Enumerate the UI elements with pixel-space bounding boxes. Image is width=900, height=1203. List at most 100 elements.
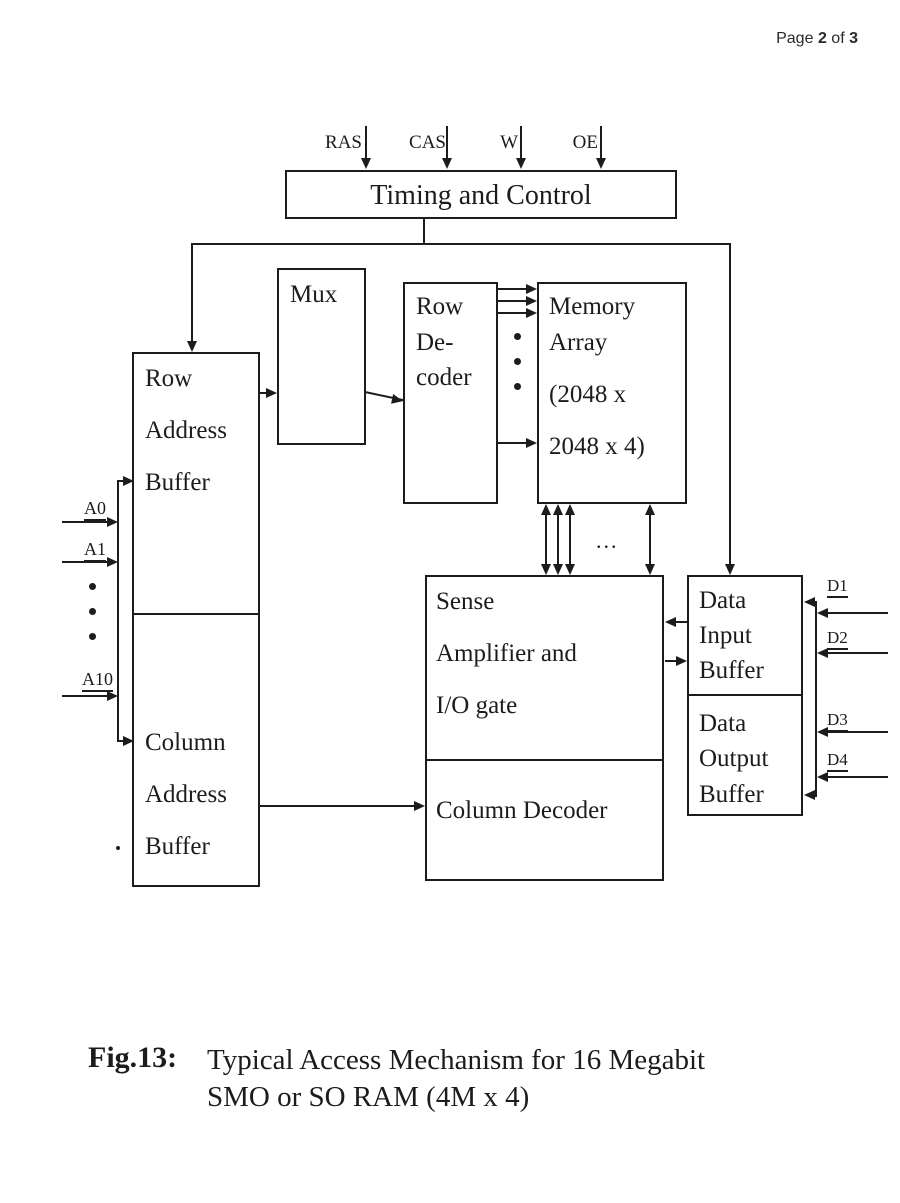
timing-distribution-line (191, 243, 730, 245)
w-arrowhead-icon (516, 158, 526, 169)
mem-sense-up-arrowhead-2-icon (553, 504, 563, 515)
oe-arrowhead-icon (596, 158, 606, 169)
oe-arrow-line (600, 126, 602, 159)
mux-rowdec-arrowhead-icon (391, 393, 404, 407)
signal-label-ras: RAS (325, 132, 362, 153)
column-address-buffer-label-line3: Buffer (145, 833, 210, 860)
data-output-buffer-label-line1: Data (699, 710, 747, 737)
address-ellipsis-dot-3 (89, 633, 96, 640)
data-label-d3: D3 (827, 710, 848, 732)
a10-arrowhead-icon (107, 691, 118, 701)
data-input-buffer-label-line1: Data (699, 587, 747, 614)
timing-to-rab-line (191, 243, 193, 344)
address-bus-rab-arrowhead-icon (123, 476, 134, 486)
address-bus-top-hook (119, 480, 124, 482)
rab-mux-line (260, 392, 267, 394)
data-bus-output-arrowhead-icon (804, 790, 815, 800)
address-ellipsis-dot-1 (89, 583, 96, 590)
caption-line2: SMO or SO RAM (4M x 4) (207, 1081, 530, 1113)
data-buffer-divider (687, 694, 803, 696)
data-label-d1: D1 (827, 576, 848, 598)
memory-array-label-line1: Memory (549, 293, 636, 320)
row-address-buffer-label-line1: Row (145, 365, 193, 392)
d2-arrow-line (828, 652, 888, 654)
rowdec-mem-line-3 (498, 312, 526, 314)
column-address-buffer-label-line1: Column (145, 729, 226, 756)
caption-fig-label: Fig.13: (88, 1041, 178, 1074)
sense-amplifier-label-line1: Sense (436, 588, 495, 615)
d4-arrow-line (828, 776, 888, 778)
memory-array-label-line2: Array (549, 329, 608, 356)
mux-box (277, 268, 366, 445)
stray-mark (116, 846, 120, 850)
mux-label: Mux (290, 281, 338, 308)
a0-arrow-line (62, 521, 107, 523)
rowdec-mem-line-1 (498, 288, 526, 290)
sense-dib-arrowhead-icon (676, 656, 687, 666)
sense-amplifier-box (425, 575, 664, 881)
address-bus-cab-arrowhead-icon (123, 736, 134, 746)
w-arrow-line (520, 126, 522, 159)
sense-dib-line (665, 660, 676, 662)
rowdec-mem-arrowhead-4-icon (526, 438, 537, 448)
data-bus-input-arrowhead-icon (804, 597, 815, 607)
cab-coldec-line (260, 805, 414, 807)
mem-sense-up-arrowhead-4-icon (645, 504, 655, 515)
mem-sense-line-3 (569, 512, 571, 565)
mem-sense-up-arrowhead-3-icon (565, 504, 575, 515)
signal-label-w: W (500, 132, 518, 153)
rowdec-mem-dot-1 (514, 333, 521, 340)
rowdec-mem-dot-3 (514, 383, 521, 390)
data-label-d4: D4 (827, 750, 848, 772)
of-word: of (831, 30, 845, 47)
mem-sense-line-1 (545, 512, 547, 565)
a1-arrowhead-icon (107, 557, 118, 567)
data-output-buffer-label-line3: Buffer (699, 781, 764, 808)
d4-arrowhead-icon (817, 772, 828, 782)
address-bus-line (117, 480, 119, 742)
mem-sense-down-arrowhead-4-icon (645, 564, 655, 575)
sense-amplifier-label-line2: Amplifier and (436, 640, 577, 667)
timing-control-label: Timing and Control (370, 180, 592, 211)
rowdec-mem-line-4 (498, 442, 526, 444)
data-input-buffer-label-line2: Input (699, 622, 752, 649)
address-buffer-divider (132, 613, 260, 615)
row-decoder-label-line1: Row (416, 293, 464, 320)
cab-coldec-arrowhead-icon (414, 801, 425, 811)
ras-arrowhead-icon (361, 158, 371, 169)
signal-label-oe: OE (572, 132, 598, 153)
row-decoder-label-line2: De- (416, 329, 454, 356)
a10-arrow-line (62, 695, 107, 697)
address-label-a10: A10 (82, 669, 113, 692)
column-decoder-label: Column Decoder (436, 797, 608, 824)
d3-arrow-line (828, 731, 888, 733)
a1-arrow-line (62, 561, 107, 563)
row-address-buffer-label-line3: Buffer (145, 469, 210, 496)
page-total: 3 (849, 30, 858, 47)
timing-to-rab-arrowhead-icon (187, 341, 197, 352)
a0-arrowhead-icon (107, 517, 118, 527)
timing-control-box (285, 170, 677, 219)
d2-arrowhead-icon (817, 648, 828, 658)
timing-stub-line (423, 219, 425, 244)
mem-sense-line-2 (557, 512, 559, 565)
dib-sense-line (676, 621, 687, 623)
rowdec-mem-arrowhead-1-icon (526, 284, 537, 294)
column-address-buffer-label-line2: Address (145, 781, 227, 808)
mem-sense-ellipsis: ... (596, 528, 619, 553)
address-buffer-box (132, 352, 260, 887)
d3-arrowhead-icon (817, 727, 828, 737)
page-number-header: Page 2 of 3 (776, 30, 858, 48)
data-input-buffer-label-line3: Buffer (699, 657, 764, 684)
memory-array-label-line4: 2048 x 4) (549, 433, 645, 460)
data-label-d2: D2 (827, 628, 848, 650)
memory-array-label-line3: (2048 x (549, 381, 627, 408)
mem-sense-down-arrowhead-2-icon (553, 564, 563, 575)
row-decoder-label-line3: coder (416, 364, 472, 391)
d1-arrow-line (828, 612, 888, 614)
rowdec-mem-arrowhead-3-icon (526, 308, 537, 318)
signal-label-cas: CAS (409, 132, 446, 153)
ras-arrow-line (365, 126, 367, 159)
page-word: Page (776, 30, 814, 47)
